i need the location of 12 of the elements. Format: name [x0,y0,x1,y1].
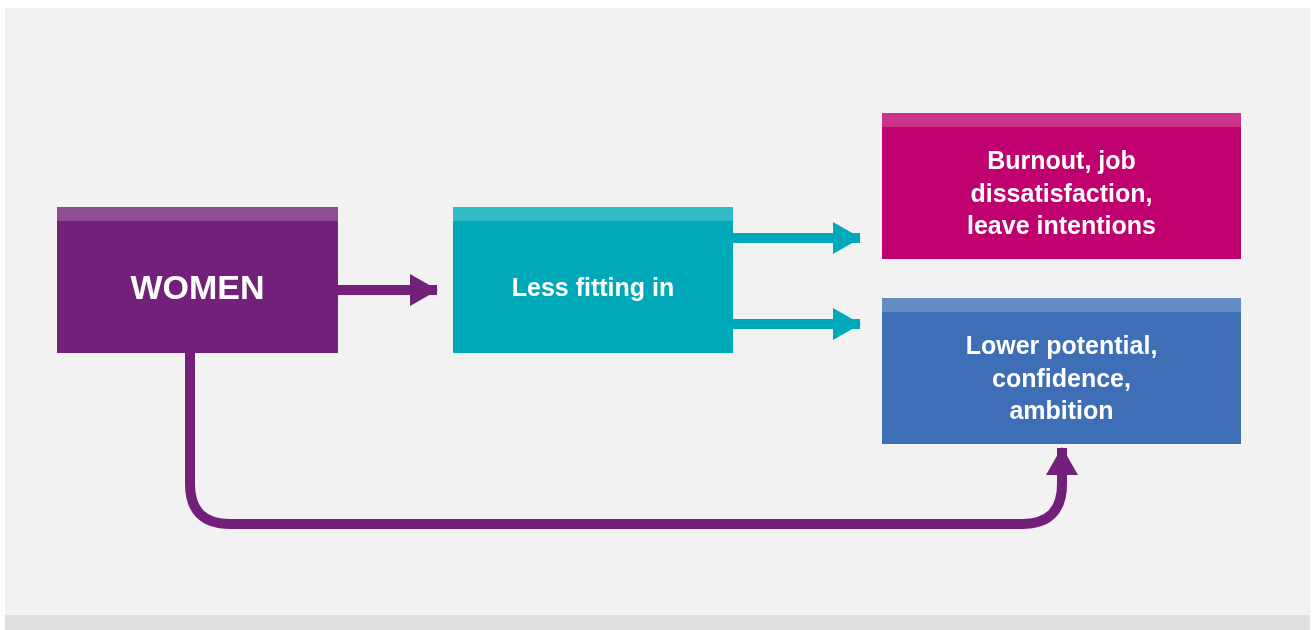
process-box [453,207,733,353]
box-label: WOMEN [130,266,265,308]
process-box [882,298,1241,444]
process-box [882,113,1241,259]
arrow [733,308,861,340]
box-label: Burnout, job dissatisfaction, leave intentions [966,145,1157,242]
arrow [338,274,438,306]
box-label: Lower potential, confidence, ambition [964,330,1159,427]
arrow [185,353,1078,529]
process-box [57,207,338,353]
box-label: Less fitting in [511,271,675,303]
arrow [733,222,861,254]
